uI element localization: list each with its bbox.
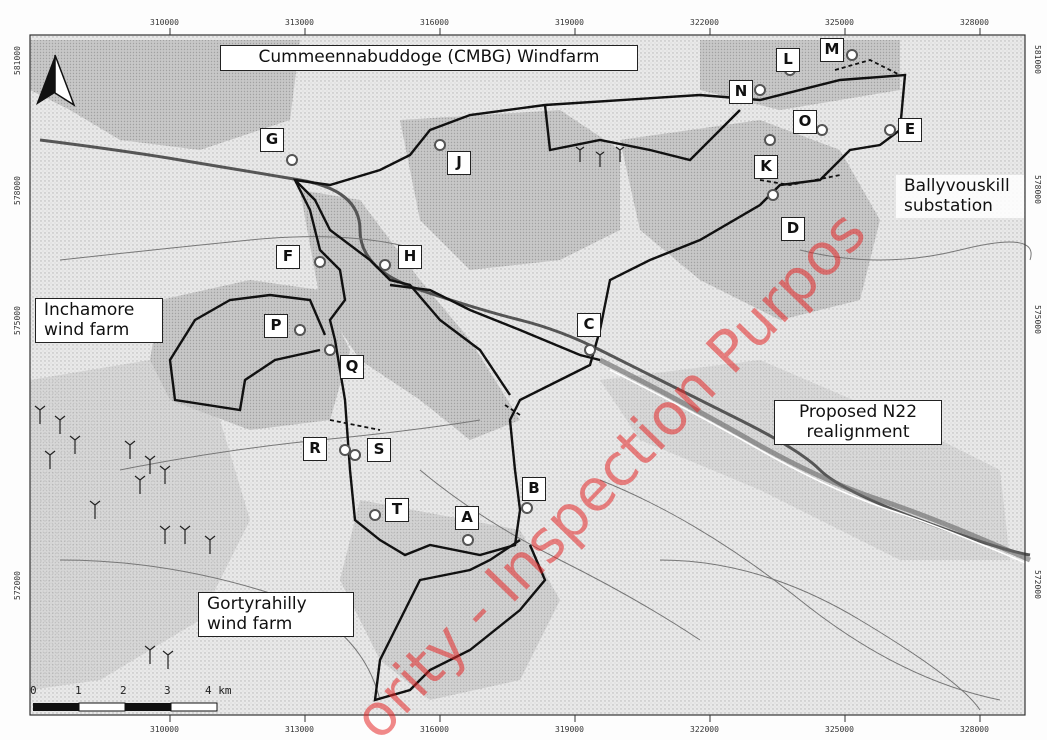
area-label-line: Inchamore <box>44 300 135 320</box>
grid-x-label: 319000 <box>555 725 584 734</box>
point-label-p: P <box>264 314 288 338</box>
grid-y-label: 575000 <box>1033 305 1042 334</box>
point-label-n: N <box>729 80 753 104</box>
grid-x-labels-top: 310000 313000 316000 319000 322000 32500… <box>150 18 989 27</box>
grid-x-label: 319000 <box>555 18 584 27</box>
grid-ticks <box>169 28 981 722</box>
area-label-line: wind farm <box>44 319 130 340</box>
point-markers <box>286 49 896 546</box>
grid-x-label: 310000 <box>150 725 179 734</box>
grid-x-labels-bottom: 310000 313000 316000 319000 322000 32500… <box>150 725 989 734</box>
grid-x-label: 325000 <box>825 725 854 734</box>
point-label-m: M <box>820 38 844 62</box>
title-box: Cummeennabuddoge (CMBG) Windfarm <box>220 45 638 71</box>
grid-x-label: 322000 <box>690 18 719 27</box>
point-label-r: R <box>303 437 327 461</box>
grid-y-labels-left: 581000 578000 575000 572000 <box>13 46 22 600</box>
scale-label: 3 <box>164 684 171 697</box>
grid-y-label: 581000 <box>1033 45 1042 74</box>
scale-label: 2 <box>120 684 127 697</box>
point-label-s: S <box>367 438 391 462</box>
point-label-o: O <box>793 110 817 134</box>
point-label-d: D <box>781 217 805 241</box>
scale-label: 1 <box>75 684 82 697</box>
area-label-line: Ballyvouskill <box>904 176 1010 196</box>
point-label-t: T <box>385 498 409 522</box>
grid-x-label: 325000 <box>825 18 854 27</box>
grid-y-labels-right: 581000 578000 575000 572000 <box>1033 45 1042 599</box>
area-label-line: wind farm <box>207 613 293 634</box>
grid-y-label: 581000 <box>13 46 22 75</box>
inchamore-label: Inchamore wind farm <box>35 298 163 344</box>
point-label-a: A <box>455 506 479 530</box>
point-label-g: G <box>260 128 284 152</box>
area-label-line: Gortyrahilly <box>207 594 307 614</box>
grid-x-label: 313000 <box>285 725 314 734</box>
n22-label: Proposed N22 realignment <box>774 400 942 446</box>
point-label-q: Q <box>340 355 364 379</box>
grid-x-label: 316000 <box>420 725 449 734</box>
area-label-line: Proposed N22 <box>798 402 918 422</box>
site-boundary <box>168 73 907 702</box>
point-label-k: K <box>754 155 778 179</box>
ballyvouskill-label: Ballyvouskill substation <box>896 175 1024 219</box>
scale-bar <box>33 702 218 712</box>
grid-x-label: 328000 <box>960 18 989 27</box>
area-label-line: substation <box>904 195 993 216</box>
minor-roads <box>59 236 1032 711</box>
scale-label: 0 <box>30 684 37 697</box>
north-arrow-icon <box>36 54 76 107</box>
grid-y-label: 578000 <box>13 176 22 205</box>
grid-x-label: 316000 <box>420 18 449 27</box>
grid-y-label: 578000 <box>1033 175 1042 204</box>
point-label-l: L <box>776 48 800 72</box>
river-and-road <box>39 138 1032 566</box>
point-label-c: C <box>577 313 601 337</box>
point-label-f: F <box>276 245 300 269</box>
grid-y-label: 575000 <box>13 306 22 335</box>
grid-x-label: 322000 <box>690 725 719 734</box>
wind-turbine-icons <box>34 146 625 669</box>
area-label-line: realignment <box>806 421 910 442</box>
grid-x-label: 310000 <box>150 18 179 27</box>
grid-x-label: 328000 <box>960 725 989 734</box>
grid-x-label: 313000 <box>285 18 314 27</box>
point-label-j: J <box>447 151 471 175</box>
gortyrahilly-label: Gortyrahilly wind farm <box>198 592 354 638</box>
grid-y-label: 572000 <box>1033 570 1042 599</box>
point-label-b: B <box>522 477 546 501</box>
point-label-h: H <box>398 245 422 269</box>
boundary-dashed <box>329 59 901 431</box>
point-label-e: E <box>898 118 922 142</box>
scale-label: 4 km <box>205 684 232 697</box>
grid-y-label: 572000 <box>13 571 22 600</box>
map-border <box>29 34 1026 716</box>
